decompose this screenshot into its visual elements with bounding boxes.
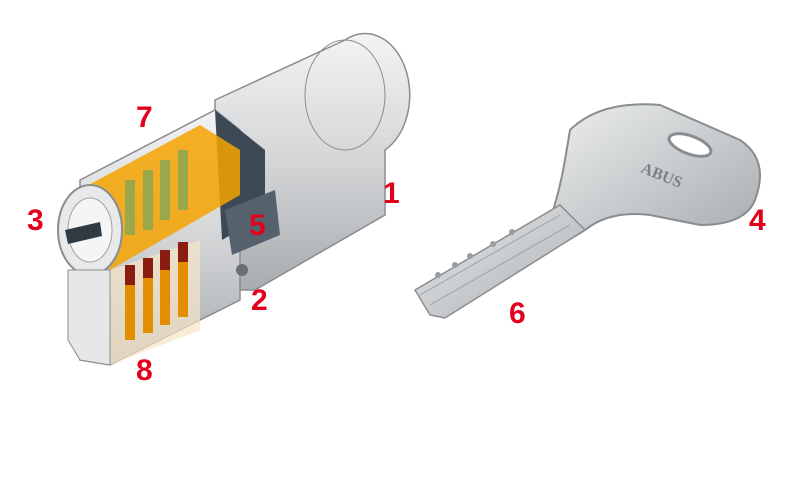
label-8: 8 [136,354,153,387]
label-5: 5 [249,209,266,242]
cylinder-front-face [57,184,123,366]
label-6: 6 [509,297,526,330]
keyway [65,222,102,244]
label-2: 2 [251,284,268,317]
label-4: 4 [749,204,766,237]
label-7: 7 [136,101,153,134]
label-3: 3 [27,204,44,237]
key: ABUS [413,103,761,319]
label-1: 1 [383,177,400,210]
screw-hole [236,264,248,276]
